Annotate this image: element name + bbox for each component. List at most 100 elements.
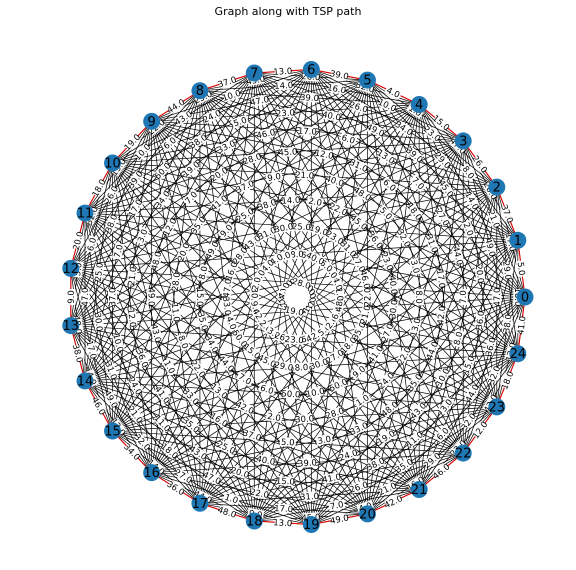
edge-weight-label: 37.0 (498, 203, 515, 225)
svg-text:30.0: 30.0 (274, 222, 294, 235)
edge-weight-label: 41.0 (515, 315, 529, 335)
edge-weight-label: 8.0 (451, 329, 465, 348)
svg-text:7.0: 7.0 (329, 500, 344, 512)
svg-text:15.0: 15.0 (194, 288, 204, 307)
node-marker (516, 288, 534, 306)
graph-node: 16 (143, 464, 161, 482)
svg-text:39.0: 39.0 (298, 458, 318, 469)
node-label: 20 (359, 507, 376, 522)
graph-node: 24 (509, 345, 527, 363)
svg-text:10.0: 10.0 (221, 89, 242, 104)
edge-weight-label: 7.0 (458, 289, 469, 305)
svg-text:29.0: 29.0 (432, 151, 452, 172)
node-label: 8 (196, 84, 204, 99)
node-marker (62, 317, 80, 335)
edge-weight-label: 50.0 (281, 388, 301, 400)
edge-weight-label: 30.0 (274, 221, 294, 235)
graph-node: 15 (104, 422, 122, 440)
edge-weight-label: 7.0 (328, 499, 346, 512)
svg-text:5.0: 5.0 (377, 206, 394, 223)
node-label: 24 (510, 347, 527, 362)
edge-weight-label: 13.0 (273, 517, 293, 529)
svg-text:33.0: 33.0 (349, 421, 370, 438)
svg-text:2.0: 2.0 (307, 196, 322, 208)
edge-weight-label: 33.0 (180, 387, 200, 408)
svg-text:7.0: 7.0 (113, 244, 126, 260)
svg-text:33.0: 33.0 (220, 296, 232, 316)
edge-weight-label: 21.0 (485, 209, 502, 230)
graph-node: 17 (191, 494, 209, 512)
node-label: 21 (411, 483, 428, 498)
svg-text:8.0: 8.0 (452, 331, 465, 347)
edge-weight-label: 3.0 (135, 226, 151, 245)
edge-weight-label: 15.0 (276, 475, 296, 488)
graph-node: 11 (76, 204, 94, 222)
node-marker (454, 444, 472, 462)
node-label: 16 (143, 466, 160, 481)
svg-text:14.0: 14.0 (274, 81, 294, 92)
edge-weight-label: 13.0 (408, 317, 423, 338)
node-label: 22 (455, 447, 472, 462)
svg-text:47.0: 47.0 (250, 95, 270, 108)
svg-text:17.0: 17.0 (84, 340, 98, 361)
svg-text:48.0: 48.0 (351, 185, 372, 204)
edge-weight-label: 39.0 (300, 92, 319, 104)
edge-weight-label: 9.0 (265, 170, 283, 184)
edge-weight-label: 2.0 (460, 219, 476, 239)
svg-text:13.0: 13.0 (273, 518, 293, 529)
node-label: 6 (307, 63, 315, 78)
edge-weight-label: 17.0 (274, 503, 293, 515)
edge-weight-label: 17.0 (298, 126, 317, 138)
graph-node: 9 (143, 112, 161, 130)
node-label: 23 (489, 400, 506, 415)
edge-weight-label: 42.0 (234, 400, 255, 417)
svg-text:40.0: 40.0 (386, 275, 398, 295)
svg-text:32.0: 32.0 (394, 228, 412, 249)
svg-text:22.0: 22.0 (363, 288, 373, 307)
edge-weight-label: 34.0 (202, 334, 220, 355)
svg-text:21.0: 21.0 (485, 209, 501, 230)
svg-text:2.0: 2.0 (266, 412, 281, 424)
node-marker (245, 512, 263, 530)
node-marker (410, 481, 428, 499)
svg-text:20.0: 20.0 (209, 166, 230, 185)
edge-weight-label: 40.0 (321, 109, 342, 123)
node-marker (488, 398, 506, 416)
edge-weight-label: 36.0 (484, 337, 499, 358)
edge-weight-label: 47.0 (492, 288, 503, 306)
edge-weight-label: 45.0 (278, 146, 298, 159)
svg-text:36.0: 36.0 (484, 337, 498, 358)
svg-text:15.0: 15.0 (276, 477, 296, 488)
node-marker (143, 464, 161, 482)
svg-text:2.0: 2.0 (460, 221, 474, 237)
node-marker (76, 372, 94, 390)
svg-text:48.0: 48.0 (216, 505, 237, 520)
node-marker (358, 505, 376, 523)
svg-text:18.0: 18.0 (500, 370, 516, 391)
svg-text:31.0: 31.0 (348, 158, 369, 175)
edge-weight-label: 5.0 (515, 260, 527, 278)
edge-weight-label: 22.0 (396, 346, 414, 367)
svg-text:9.0: 9.0 (67, 290, 77, 304)
graph-node: 10 (104, 154, 122, 172)
svg-text:31.0: 31.0 (300, 492, 320, 503)
svg-text:8.0: 8.0 (197, 265, 210, 281)
node-label: 13 (63, 319, 80, 334)
svg-text:21.0: 21.0 (127, 266, 139, 286)
edge-weight-label: 10.0 (305, 386, 326, 400)
svg-text:23.0: 23.0 (284, 335, 304, 346)
svg-text:25.0: 25.0 (94, 262, 106, 282)
svg-text:35.0: 35.0 (195, 311, 209, 332)
edge-weight-label: 25.0 (93, 262, 106, 282)
edge-weight-label: 20.0 (209, 166, 230, 185)
edge-weight-label: 39.0 (329, 68, 349, 82)
node-marker (302, 516, 320, 534)
edge-weight-label: 8.0 (293, 362, 310, 374)
edge-weight-label: 22.0 (249, 487, 270, 501)
svg-text:8.0: 8.0 (294, 363, 308, 374)
edge-weight-label: 21.0 (358, 304, 373, 325)
edge-weight-label: 33.0 (220, 296, 233, 316)
graph-node: 21 (410, 481, 428, 499)
node-marker (358, 71, 376, 89)
